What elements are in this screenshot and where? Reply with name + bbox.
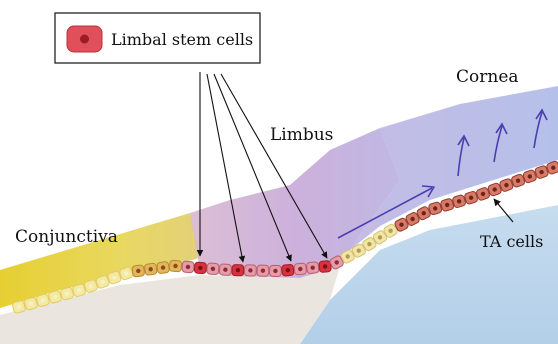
ta-cell xyxy=(452,194,466,208)
legend: Limbal stem cells xyxy=(55,13,260,63)
conjunctival-cell xyxy=(144,263,157,275)
limbal-cell xyxy=(207,263,219,275)
stem-cell xyxy=(281,264,294,276)
stem-cell xyxy=(319,260,332,272)
legend-label: Limbal stem cells xyxy=(111,30,253,49)
ta-cell xyxy=(440,198,454,212)
legend-swatch-nucleus xyxy=(80,35,89,44)
limbal-cell xyxy=(219,264,231,276)
limbal-cell xyxy=(294,263,307,275)
limbal-cell xyxy=(182,261,194,273)
conjunctival-cell xyxy=(132,265,145,277)
stem-cell xyxy=(194,262,206,274)
limbal-cell xyxy=(244,265,256,276)
limbal-cell xyxy=(306,262,319,274)
conjunctival-cell xyxy=(169,260,181,272)
conjunctival-cell xyxy=(157,261,170,273)
conjunctiva-label: Conjunctiva xyxy=(15,227,118,247)
ta-cells-label: TA cells xyxy=(480,232,543,251)
limbus-label: Limbus xyxy=(270,125,333,145)
ta-cell xyxy=(428,201,442,215)
limbal-cell xyxy=(257,265,269,276)
limbal-cell xyxy=(269,265,281,276)
stem-cell xyxy=(232,265,244,276)
cornea-label: Cornea xyxy=(456,67,519,87)
